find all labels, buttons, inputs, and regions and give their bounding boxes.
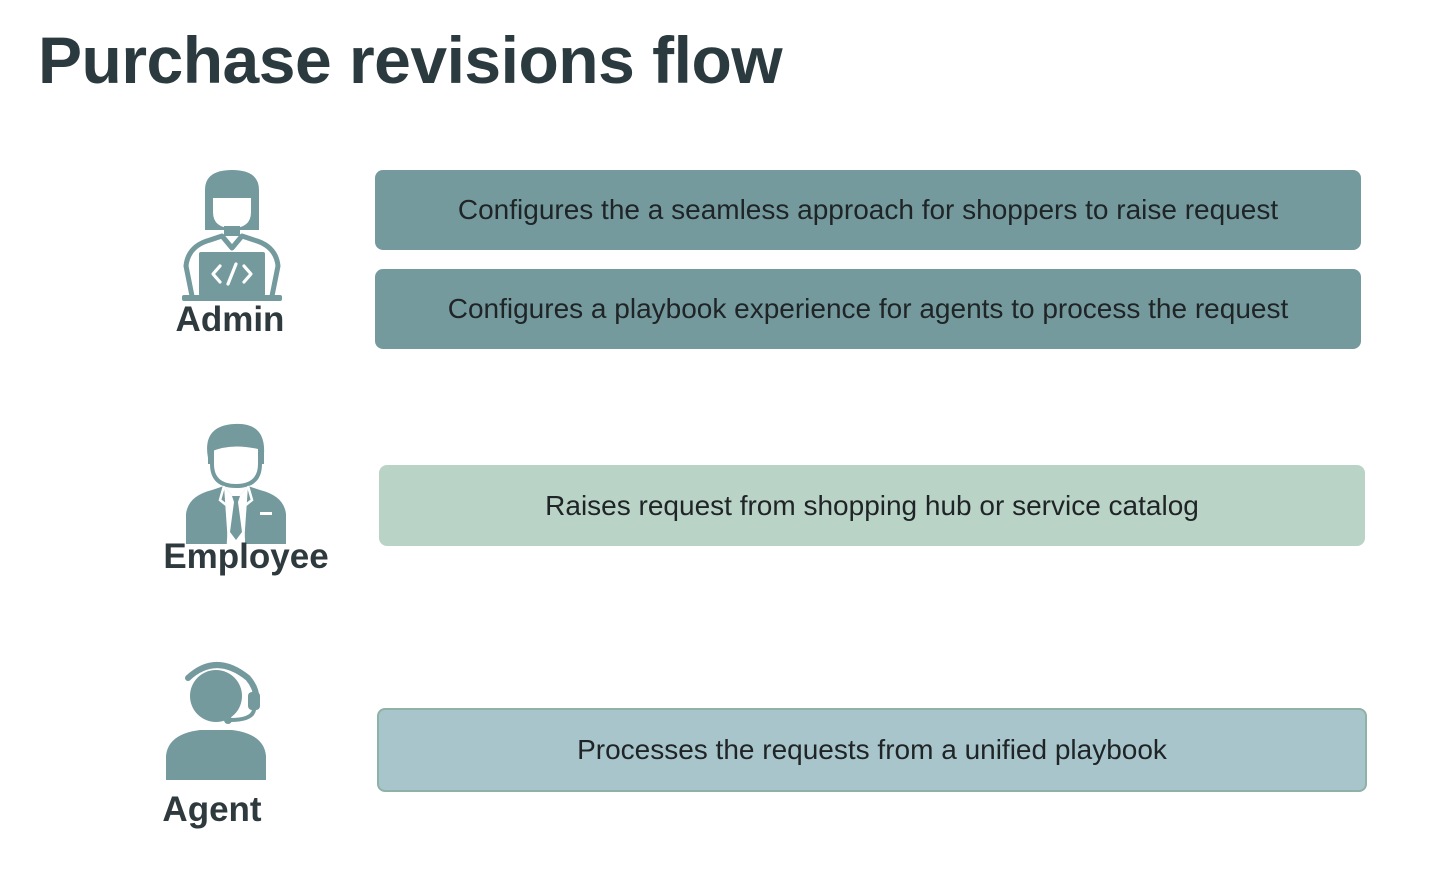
role-label-admin: Admin	[175, 300, 285, 339]
role-label-agent: Agent	[162, 790, 262, 829]
role-label-employee: Employee	[163, 537, 329, 576]
employee-step-1: Raises request from shopping hub or serv…	[379, 465, 1365, 546]
admin-step-1: Configures the a seamless approach for s…	[375, 170, 1361, 250]
agent-step-1: Processes the requests from a unified pl…	[377, 708, 1367, 792]
headset-agent-icon	[166, 662, 266, 780]
admin-step-2: Configures a playbook experience for age…	[375, 269, 1361, 349]
woman-with-laptop-code-icon	[182, 170, 282, 301]
page-title: Purchase revisions flow	[38, 23, 783, 97]
businessman-with-tie-icon	[186, 423, 286, 545]
